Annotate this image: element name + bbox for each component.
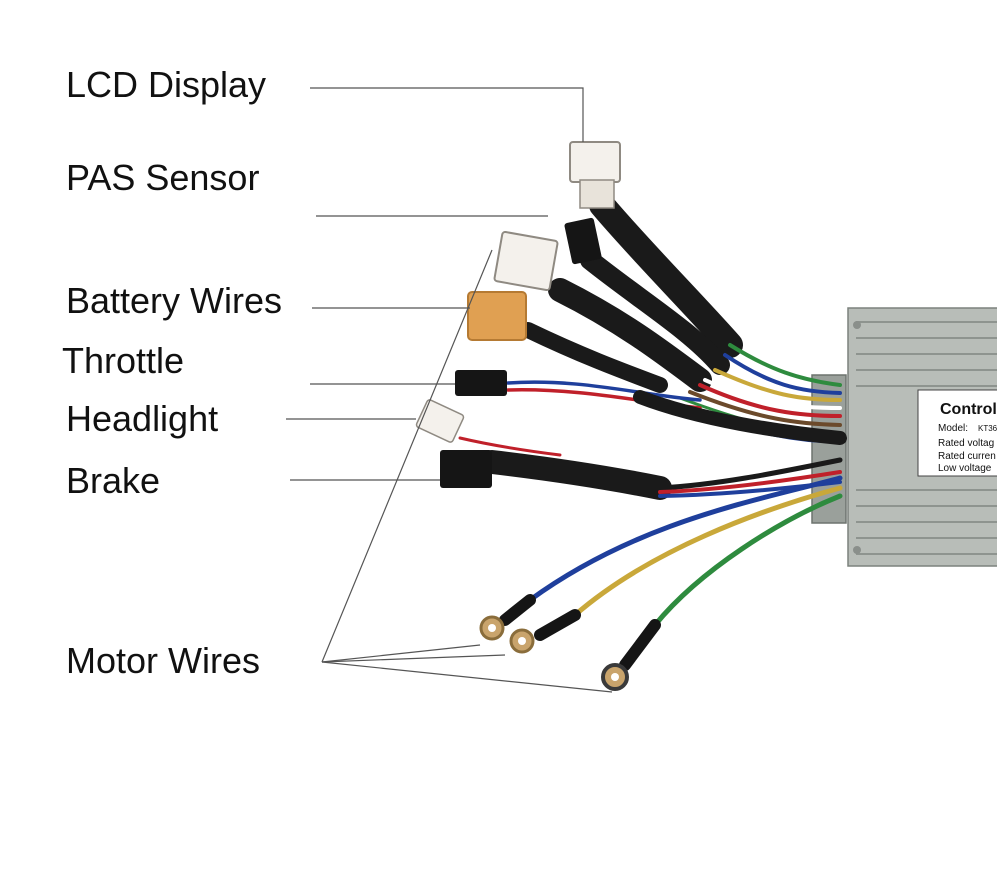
leader-motor-2 <box>321 644 481 663</box>
plate-rated-current: Rated curren <box>938 451 996 462</box>
battery-white-connector <box>493 230 559 292</box>
label-lcd-display: LCD Display <box>66 64 267 105</box>
plate-title: Control <box>940 401 997 418</box>
leader-motor-1 <box>321 249 493 663</box>
label-battery-wires: Battery Wires <box>66 280 283 321</box>
label-headlight: Headlight <box>66 398 219 439</box>
connectors <box>415 141 661 691</box>
motor-terminal-green <box>601 619 661 691</box>
wire-bundles <box>458 192 847 628</box>
leader-motor-3 <box>321 654 506 663</box>
controller-housing <box>811 307 997 567</box>
throttle-connector <box>455 370 507 396</box>
pas-connector <box>564 217 602 265</box>
brake-connector <box>440 450 492 488</box>
leader-motor-4 <box>321 661 613 693</box>
lcd-connector <box>569 141 621 183</box>
label-pas-sensor: PAS Sensor <box>66 157 260 198</box>
plate-model-code: KT36 <box>978 424 997 433</box>
plate-model-label: Model: <box>938 423 968 434</box>
leader-lcd <box>310 87 584 142</box>
plate-rated-voltage: Rated voltag <box>938 438 994 449</box>
plate-low-voltage: Low voltage <box>938 463 992 474</box>
controller-plate-text: Control Model: KT36 Rated voltag Rated c… <box>938 401 997 474</box>
motor-terminal-yellow <box>509 609 581 654</box>
controller-label-plate <box>917 389 997 477</box>
label-brake: Brake <box>66 460 161 501</box>
battery-xt60-connector <box>467 291 527 341</box>
headlight-connector <box>415 399 465 443</box>
label-throttle: Throttle <box>62 340 185 381</box>
motor-terminal-blue <box>479 594 536 641</box>
label-motor-wires: Motor Wires <box>66 640 261 681</box>
leader-lines <box>286 87 613 693</box>
